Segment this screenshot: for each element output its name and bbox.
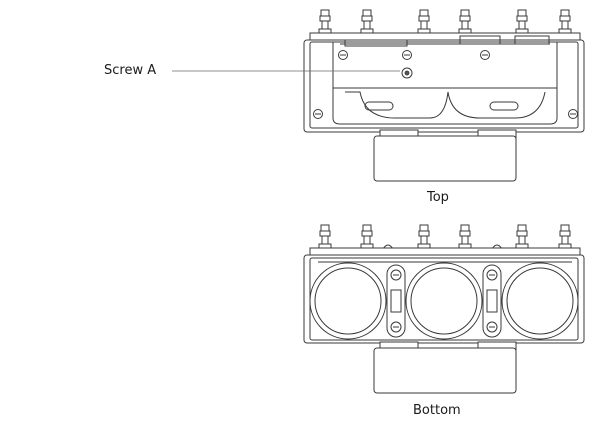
bottom-clamp: [386, 264, 406, 338]
bottom-view-assembly: [303, 224, 585, 394]
top-inner-plate: [332, 41, 558, 89]
bottom-rail: [309, 247, 581, 256]
top-connector-block: [373, 135, 517, 182]
bottom-view-caption: Bottom: [413, 403, 461, 418]
bottom-coil: [501, 262, 579, 340]
bottom-terminal-posts: [318, 224, 572, 250]
top-view-assembly: [303, 9, 585, 182]
top-screw: [568, 109, 578, 119]
bottom-clamp: [482, 264, 502, 338]
screw-a-icon: [401, 67, 413, 79]
bottom-coil: [309, 262, 387, 340]
top-view-caption: Top: [427, 190, 449, 205]
bottom-connector-block: [373, 347, 517, 394]
top-screw: [338, 50, 348, 60]
top-screw: [402, 50, 412, 60]
top-screw: [480, 50, 490, 60]
screw-a-label: Screw A: [104, 63, 157, 78]
top-terminal-posts: [318, 9, 572, 35]
bottom-coil: [405, 262, 483, 340]
top-screw: [313, 109, 323, 119]
